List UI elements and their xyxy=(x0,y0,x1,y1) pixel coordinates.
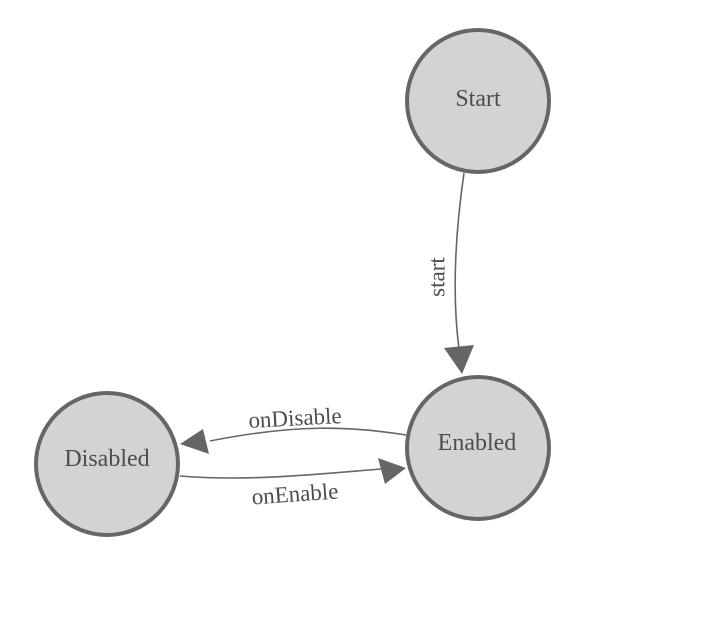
edge-start-line xyxy=(454,172,465,350)
edge-ondisable-line xyxy=(209,427,407,442)
state-node-disabled-circle xyxy=(34,391,180,537)
state-node-disabled: Disabled xyxy=(34,391,180,537)
state-node-enabled-circle xyxy=(405,375,551,521)
edge-ondisable-label: onDisable xyxy=(248,403,342,433)
edge-start: start xyxy=(425,172,474,374)
state-node-start-label: Start xyxy=(455,86,501,112)
edge-ondisable: onDisable xyxy=(180,403,407,454)
edge-onenable-line xyxy=(179,468,382,479)
edge-onenable-arrowhead-icon xyxy=(378,458,406,484)
state-node-start-circle xyxy=(405,28,551,174)
edge-onenable: onEnable xyxy=(179,458,406,510)
edge-start-arrowhead-icon xyxy=(444,345,474,374)
edge-onenable-label: onEnable xyxy=(251,479,339,510)
edge-start-label: start xyxy=(425,257,450,297)
state-node-enabled-label: Enabled xyxy=(438,430,517,456)
edge-ondisable-arrowhead-icon xyxy=(180,429,209,454)
state-node-enabled: Enabled xyxy=(405,375,551,521)
state-node-start: Start xyxy=(405,28,551,174)
state-node-disabled-label: Disabled xyxy=(64,446,149,472)
